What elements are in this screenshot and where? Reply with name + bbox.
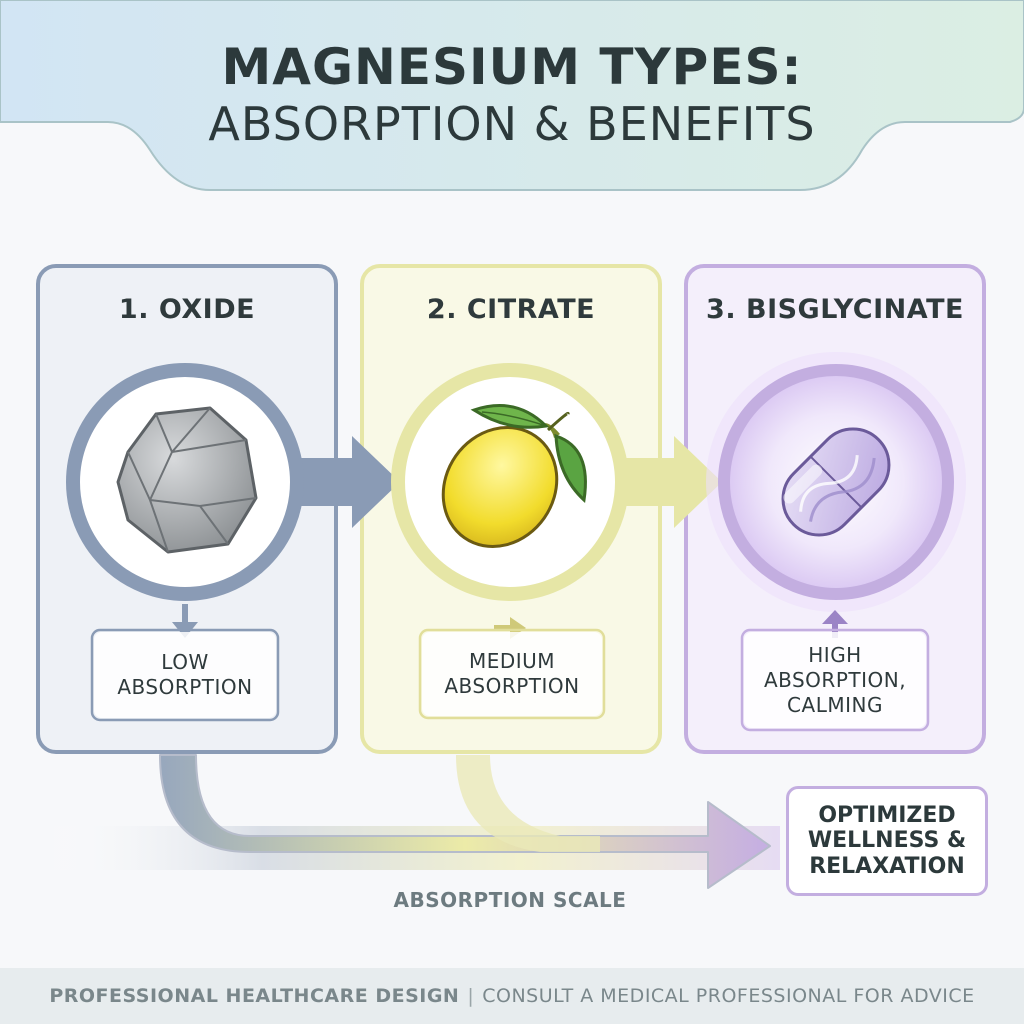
outcome-box: OPTIMIZED WELLNESS & RELAXATION	[786, 786, 988, 896]
footer: PROFESSIONAL HEALTHCARE DESIGN | CONSULT…	[0, 968, 1024, 1024]
title-line-1: MAGNESIUM TYPES:	[221, 38, 803, 96]
result-box-bisglycinate: HIGH ABSORPTION, CALMING	[744, 632, 926, 728]
header-band	[0, 0, 1024, 191]
footer-separator: |	[467, 985, 475, 1007]
card-bisglycinate-label: 3. BISGLYCINATE	[706, 294, 964, 325]
rock-icon	[116, 406, 258, 554]
flow-branch-citrate	[456, 755, 600, 852]
result-box-oxide: LOW ABSORPTION	[94, 632, 276, 718]
result-box-bisglycinate-frame	[740, 628, 930, 732]
flow-arrow	[159, 754, 771, 889]
arrow-oxide-to-citrate	[286, 436, 400, 528]
footer-left: PROFESSIONAL HEALTHCARE DESIGN	[49, 985, 460, 1007]
card-oxide-label: 1. OXIDE	[118, 294, 256, 325]
arrow-citrate-to-bisglycinate	[618, 436, 722, 528]
title-line-2: ABSORPTION & BENEFITS	[208, 97, 816, 151]
footer-right: CONSULT A MEDICAL PROFESSIONAL FOR ADVIC…	[482, 985, 975, 1007]
result-box-citrate: MEDIUM ABSORPTION	[422, 632, 602, 716]
absorption-scale-label: ABSORPTION SCALE	[393, 888, 627, 912]
page-title: MAGNESIUM TYPES: ABSORPTION & BENEFITS	[0, 40, 1024, 150]
result-box-oxide-frame	[90, 628, 280, 722]
capsule-icon	[781, 427, 891, 537]
result-box-citrate-frame	[418, 628, 606, 720]
card-citrate-label: 2. CITRATE	[426, 294, 596, 325]
lemon-icon	[441, 404, 587, 548]
